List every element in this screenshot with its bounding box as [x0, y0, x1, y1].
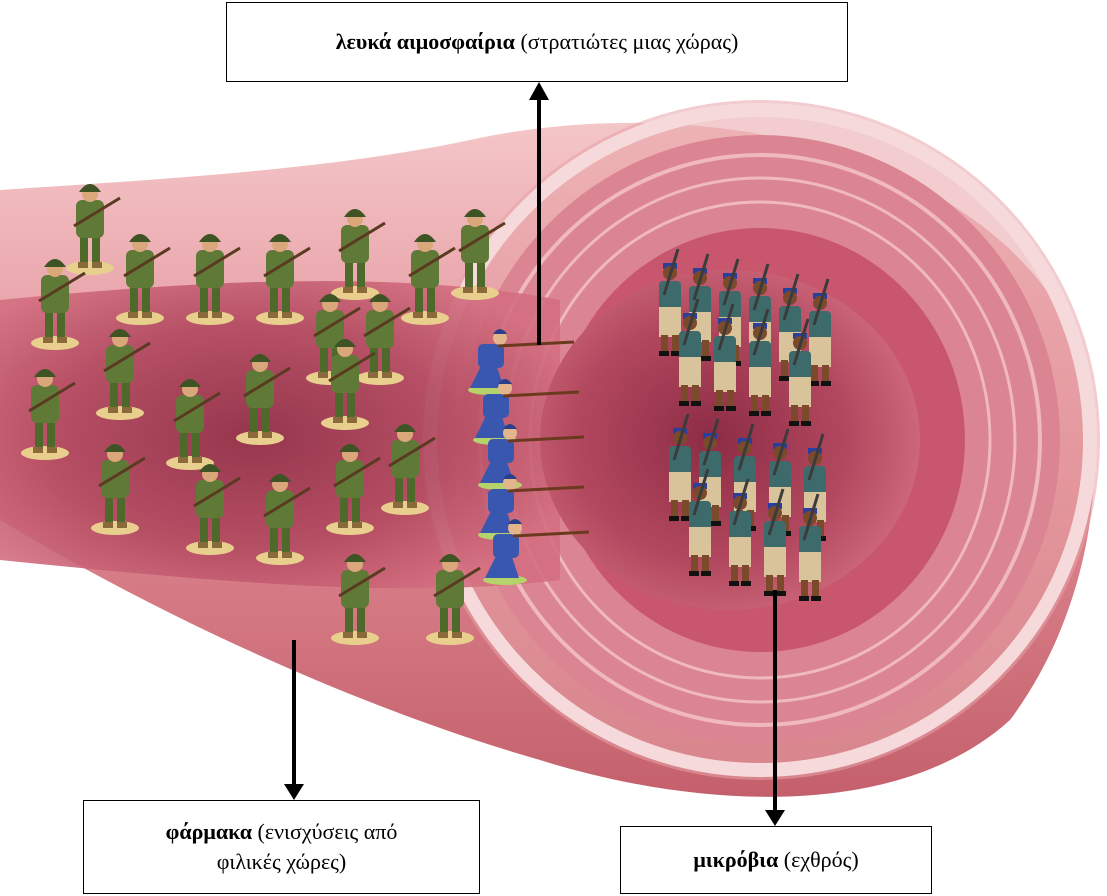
drugs-analogy-line1: (ενισχύσεις από — [258, 819, 398, 844]
white-cells-label-box: λευκά αιμοσφαίρια (στρατιώτες μιας χώρας… — [226, 2, 848, 82]
white-cells-term: λευκά αιμοσφαίρια — [336, 29, 515, 54]
microbes-analogy: (εχθρός) — [784, 847, 859, 872]
microbes-label-box: μικρόβια (εχθρός) — [620, 826, 932, 894]
drugs-analogy-line2: φιλικές χώρες) — [217, 849, 347, 874]
white-cells-analogy: (στρατιώτες μιας χώρας) — [520, 29, 738, 54]
drugs-label-box: φάρμακα (ενισχύσεις από φιλικές χώρες) — [83, 800, 480, 894]
drugs-term: φάρμακα — [166, 819, 252, 844]
vessel-cross-section — [0, 100, 1100, 797]
microbes-term: μικρόβια — [693, 847, 778, 872]
